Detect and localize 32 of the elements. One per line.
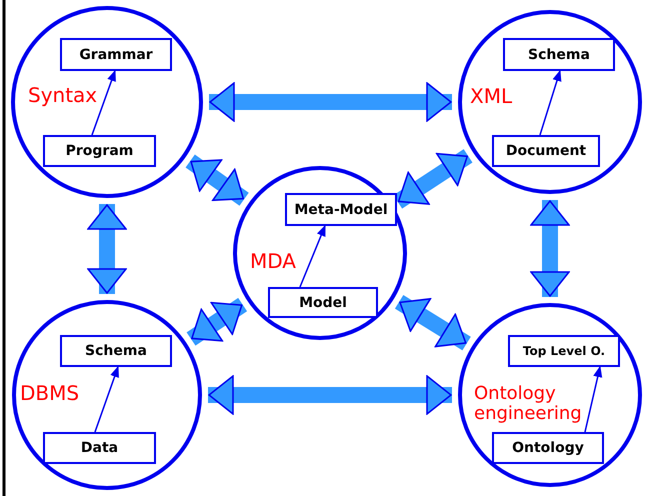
arrow bbox=[584, 366, 602, 432]
arrow bbox=[94, 366, 119, 432]
circle-node bbox=[11, 6, 203, 198]
relation-label: Syntax bbox=[28, 84, 98, 106]
block-double-arrow bbox=[530, 200, 570, 297]
concept-box: Program bbox=[43, 135, 156, 167]
concept-box: Meta-Model bbox=[285, 193, 397, 226]
arrow bbox=[539, 70, 562, 136]
relation-label: MDA bbox=[250, 250, 297, 272]
relation-label: Ontology engineering bbox=[474, 384, 583, 424]
block-double-arrow bbox=[208, 375, 452, 415]
relation-label: DBMS bbox=[20, 382, 80, 404]
concept-box: Document bbox=[492, 135, 600, 167]
concept-box: Top Level O. bbox=[508, 335, 620, 367]
concept-box: Model bbox=[268, 287, 378, 318]
block-double-arrow bbox=[394, 295, 471, 350]
concept-box: Schema bbox=[60, 335, 172, 367]
concept-box: Grammar bbox=[60, 38, 172, 71]
circle-node bbox=[458, 10, 642, 194]
circle-node bbox=[12, 300, 202, 490]
circle-node bbox=[233, 166, 407, 340]
block-double-arrow bbox=[186, 298, 248, 346]
concept-box: Data bbox=[43, 432, 156, 464]
arrow bbox=[91, 70, 116, 136]
circle-node bbox=[458, 303, 642, 487]
block-double-arrow bbox=[209, 82, 452, 122]
arrow bbox=[299, 226, 326, 288]
concept-box: Ontology bbox=[492, 432, 604, 464]
concept-box: Schema bbox=[503, 38, 615, 71]
block-double-arrow bbox=[87, 204, 127, 294]
relation-label: XML bbox=[470, 85, 514, 107]
block-double-arrow bbox=[186, 154, 249, 206]
